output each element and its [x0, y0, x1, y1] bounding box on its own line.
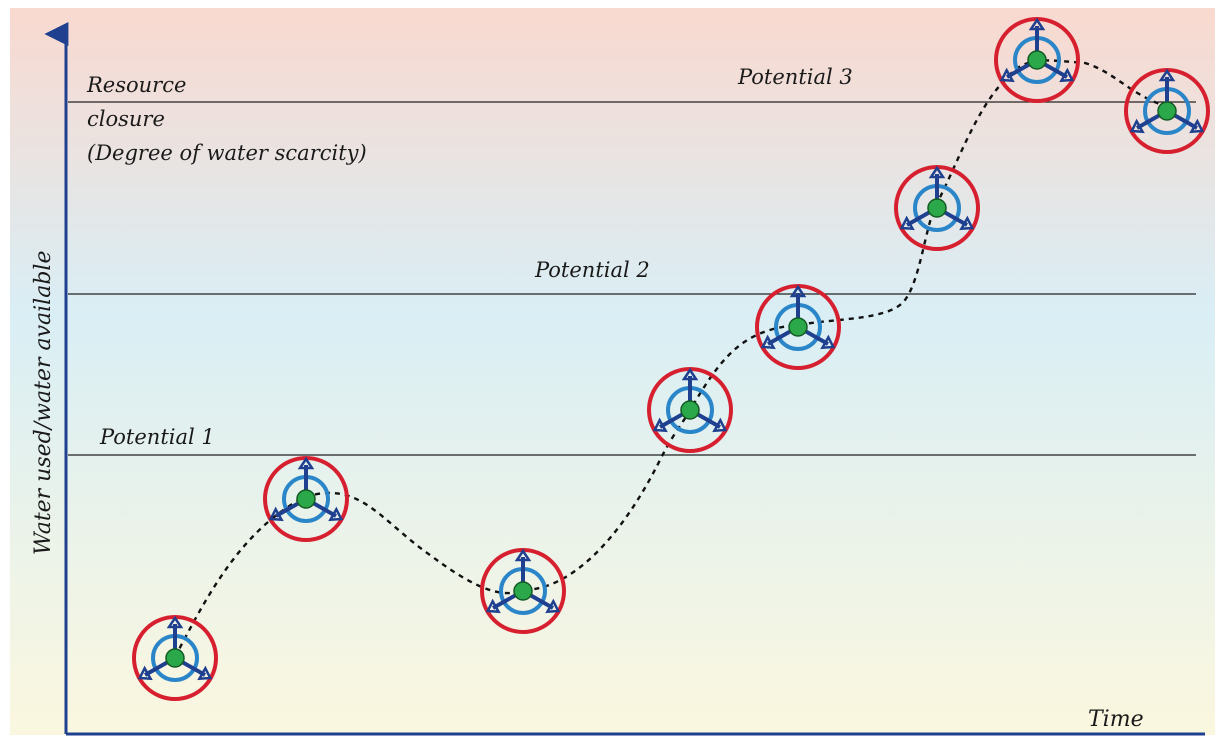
node-arrow-head: [1129, 118, 1145, 134]
x-axis-label: Time: [1088, 707, 1144, 732]
node-hub: [680, 400, 700, 420]
node-hub: [927, 198, 947, 218]
node-arrow-head: [328, 506, 344, 522]
turbine-node: [480, 548, 566, 634]
label-closure: closure: [87, 107, 165, 131]
turbine-node: [994, 17, 1080, 103]
label-potential-1: Potential 1: [99, 425, 215, 449]
node-arrow-head: [681, 367, 699, 381]
turbine-node: [1124, 68, 1210, 154]
node-arrow-head: [485, 598, 501, 614]
node-arrow-head: [1189, 118, 1205, 134]
node-arrow-head: [760, 334, 776, 350]
background-gradient: [10, 8, 1215, 735]
node-arrow-head: [652, 417, 668, 433]
node-hub: [1027, 50, 1047, 70]
label-resource: Resource: [86, 73, 186, 97]
node-arrow-head: [899, 215, 915, 231]
label-potential-2: Potential 2: [534, 258, 650, 282]
node-arrow-head: [197, 665, 213, 681]
turbine-node: [894, 165, 980, 251]
node-hub: [1157, 101, 1177, 121]
node-arrow-head: [959, 215, 975, 231]
node-arrow-head: [789, 284, 807, 298]
node-arrow-head: [928, 165, 946, 179]
node-arrow-head: [1028, 17, 1046, 31]
node-arrow-head: [712, 417, 728, 433]
label-potential-3: Potential 3: [737, 65, 853, 89]
nodes-group: [132, 17, 1210, 701]
node-arrow-head: [268, 506, 284, 522]
node-arrow-head: [820, 334, 836, 350]
turbine-node: [263, 456, 349, 542]
node-hub: [165, 648, 185, 668]
node-arrow-head: [297, 456, 315, 470]
node-hub: [788, 317, 808, 337]
node-arrow-head: [166, 615, 184, 629]
label-degree-of-water-scarcity: (Degree of water scarcity): [87, 141, 367, 165]
node-hub: [513, 581, 533, 601]
node-hub: [296, 489, 316, 509]
node-arrow-head: [999, 67, 1015, 83]
node-arrow-head: [1059, 67, 1075, 83]
node-arrow-head: [545, 598, 561, 614]
turbine-node: [755, 284, 841, 370]
turbine-node: [132, 615, 218, 701]
turbine-node: [647, 367, 733, 453]
y-axis-label: Water used/water available: [31, 251, 56, 555]
node-arrow-head: [1158, 68, 1176, 82]
node-arrow-head: [137, 665, 153, 681]
node-arrow-head: [514, 548, 532, 562]
